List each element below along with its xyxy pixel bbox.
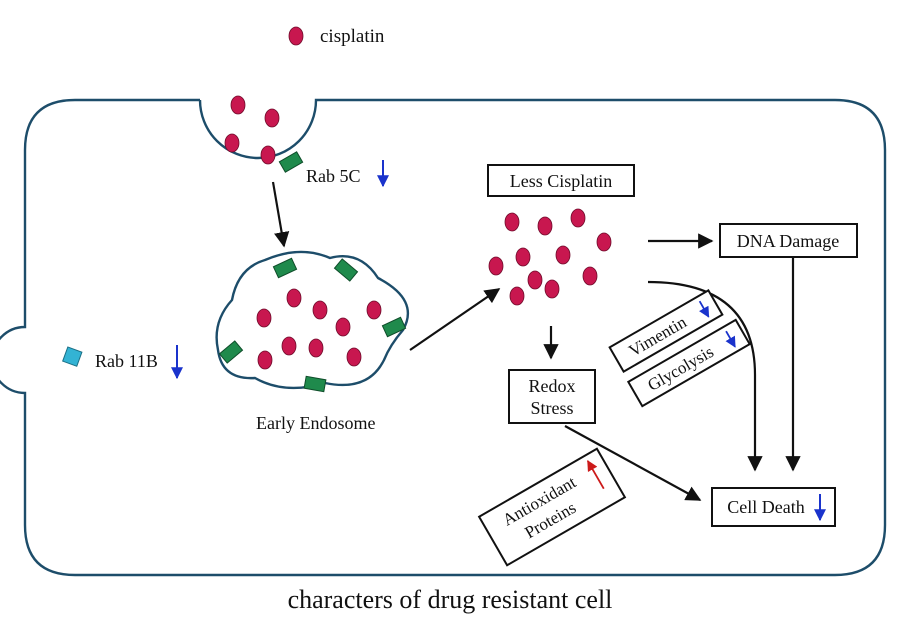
cytosol-cisplatin	[488, 208, 612, 306]
arrow-to-endosome	[271, 181, 290, 248]
less-cisplatin-box	[487, 164, 635, 197]
redox-stress-label-1: Redox	[529, 376, 576, 396]
early-endosome	[215, 250, 409, 390]
arrow-redox-to-cell-death	[564, 425, 702, 501]
endosome-rab-proteins	[218, 257, 407, 393]
arrow-endosome-to-cytosol	[409, 288, 501, 351]
cell-death-label: Cell Death	[727, 497, 804, 517]
antioxidant-up-arrow	[586, 460, 605, 490]
cisplatin-legend-label: cisplatin	[320, 26, 385, 47]
diagram-caption: characters of drug resistant cell	[288, 585, 613, 614]
arrow-curve-to-cell-death	[647, 280, 763, 472]
glycolysis-down-arrow	[725, 330, 736, 348]
less-cisplatin-label: Less Cisplatin	[510, 171, 613, 191]
redox-stress-label-2: Stress	[530, 398, 573, 418]
dna-damage-box	[719, 223, 858, 258]
endosome-cisplatin	[256, 288, 382, 370]
dna-damage-label: DNA Damage	[737, 231, 839, 251]
cisplatin-legend-dot	[288, 26, 304, 46]
rab11b-label: Rab 11B	[95, 351, 158, 371]
redox-stress-box	[508, 369, 596, 424]
early-endosome-label: Early Endosome	[256, 413, 375, 433]
rab11b-protein	[62, 346, 83, 367]
invagination-cisplatin	[224, 95, 280, 165]
vimentin-box: Vimentin	[608, 289, 724, 373]
antioxidant-proteins-box: Antioxidant Proteins	[477, 447, 627, 567]
rab5c-label: Rab 5C	[306, 166, 361, 186]
rab5c-protein	[278, 151, 304, 173]
vimentin-down-arrow	[698, 300, 710, 318]
